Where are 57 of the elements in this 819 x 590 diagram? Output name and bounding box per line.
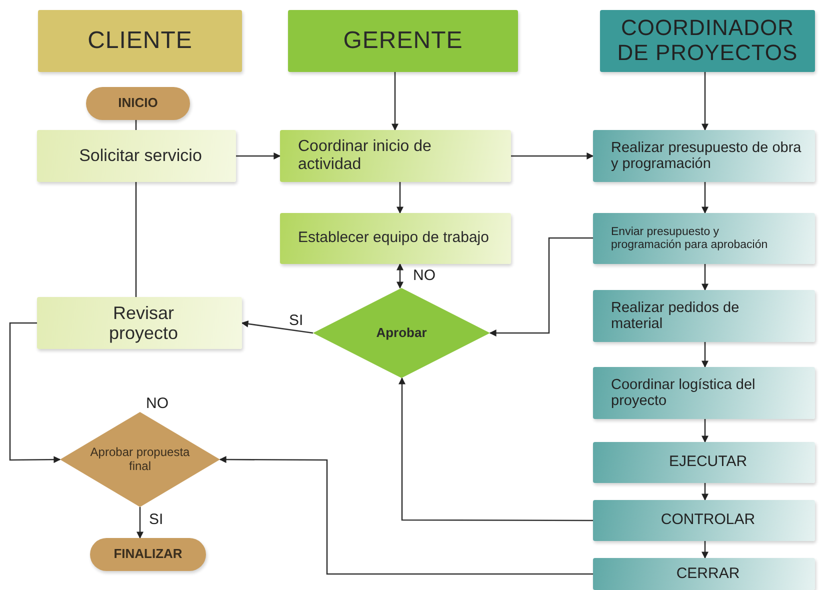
connector-arrow bbox=[702, 72, 708, 131]
connector-arrow bbox=[236, 152, 281, 160]
step-label: Realizar pedidos de material bbox=[611, 300, 740, 332]
connector-arrow bbox=[9, 322, 61, 464]
connector-arrow bbox=[241, 320, 314, 334]
branch-label: NO bbox=[146, 396, 168, 411]
step-label: GERENTE bbox=[343, 28, 463, 54]
step-label: Coordinar inicio de actividad bbox=[298, 138, 432, 174]
edge-label: NO bbox=[412, 268, 436, 283]
step-label: FINALIZAR bbox=[114, 547, 182, 562]
connector-arrow bbox=[702, 483, 708, 501]
process-box bbox=[593, 500, 815, 541]
lane-header bbox=[38, 10, 242, 72]
step-label: CERRAR bbox=[676, 566, 740, 582]
process-box bbox=[593, 213, 815, 264]
process-box bbox=[37, 297, 242, 349]
connector-arrow bbox=[489, 237, 593, 336]
connector-arrow bbox=[702, 419, 708, 443]
process-box bbox=[593, 367, 815, 419]
process-box bbox=[593, 130, 815, 182]
connector-arrow bbox=[511, 152, 594, 160]
connector-arrow bbox=[702, 541, 708, 559]
step-label: CLIENTE bbox=[88, 28, 192, 54]
terminal-pill bbox=[90, 538, 206, 571]
connector-arrow bbox=[398, 377, 593, 522]
process-box bbox=[593, 290, 815, 342]
process-box bbox=[37, 130, 236, 182]
process-box bbox=[593, 558, 815, 590]
step-label: Coordinar logística del proyecto bbox=[611, 376, 756, 410]
connector-arrow bbox=[702, 182, 708, 214]
lane-header bbox=[600, 10, 815, 72]
terminal-pill bbox=[86, 87, 190, 120]
step-label: Solicitar servicio bbox=[79, 146, 202, 166]
step-label: Enviar presupuesto y programación para aprobación bbox=[611, 226, 769, 252]
step-label: Revisar proyecto bbox=[108, 302, 180, 344]
process-box bbox=[593, 442, 815, 483]
step-label: Aprobar propuesta final bbox=[90, 446, 190, 473]
connector-arrow bbox=[136, 507, 144, 539]
step-label: Realizar presupuesto de obra y programación bbox=[611, 140, 802, 172]
connector-arrow bbox=[392, 72, 398, 131]
step-label: Establecer equipo de trabajo bbox=[298, 230, 489, 247]
process-box bbox=[280, 213, 511, 264]
edge-label: SI bbox=[148, 512, 164, 527]
step-label: CONTROLAR bbox=[660, 512, 756, 529]
connector-arrow bbox=[396, 182, 404, 214]
connector-arrow bbox=[702, 342, 708, 368]
connector-arrow bbox=[219, 456, 593, 575]
connector-arrow bbox=[396, 263, 404, 289]
step-label: INICIO bbox=[118, 96, 158, 111]
step-label: EJECUTAR bbox=[668, 454, 748, 471]
step-label: Aprobar bbox=[376, 326, 427, 340]
lane-header bbox=[288, 10, 518, 72]
edge-label: SI bbox=[288, 313, 304, 328]
process-box bbox=[280, 130, 511, 182]
step-label: COORDINADOR DE PROYECTOS bbox=[616, 16, 799, 66]
decision-diamond bbox=[313, 288, 490, 378]
connector-arrow bbox=[702, 264, 708, 291]
